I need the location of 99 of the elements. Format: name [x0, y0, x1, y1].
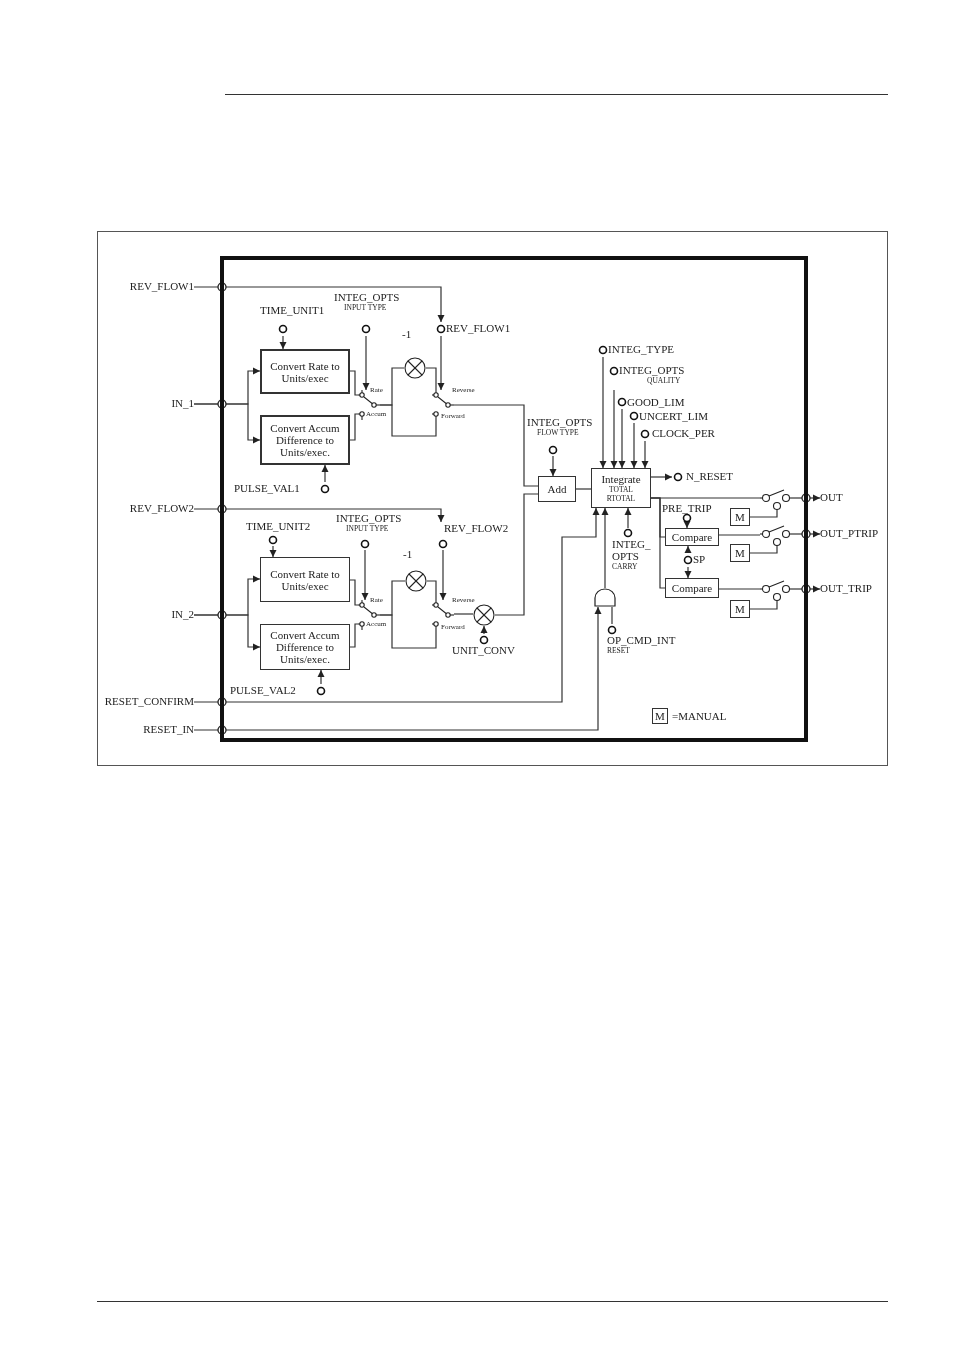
parameter-label: INTEG_TYPE [598, 343, 688, 357]
connector [317, 669, 325, 685]
connector [361, 549, 369, 601]
parameter-label: UNIT_CONV [452, 634, 532, 664]
connector [601, 507, 609, 589]
parameter-label: UNCERT_LIM [629, 410, 724, 423]
parameter-label: TIME_UNIT2 [246, 520, 318, 546]
multiplier-symbol [404, 357, 426, 379]
parameter-label: INTEG_ OPTS [612, 538, 652, 562]
signal-label: OUT_PTRIP [820, 527, 888, 541]
signal-label: IN_1 [150, 397, 194, 411]
legend-label: =MANUAL [672, 710, 727, 722]
gain-label: -1 [403, 548, 413, 560]
parameter-label: TIME_UNIT1 [260, 304, 332, 336]
connector [624, 507, 632, 529]
connector [426, 580, 437, 601]
function-box: Compare [665, 578, 719, 598]
connector [193, 614, 261, 651]
function-box: Compare [665, 528, 719, 546]
function-box [591, 468, 651, 508]
manual-box: M [730, 508, 750, 526]
function-box: Add [538, 476, 576, 502]
connector [349, 413, 359, 441]
parameter-label: GOOD_LIM [617, 396, 697, 409]
connector [749, 510, 778, 518]
switch-symbol [760, 487, 796, 511]
connector [684, 566, 692, 579]
connector [749, 601, 778, 610]
signal-label: RESET_CONFIRM [98, 695, 194, 709]
connector [193, 507, 600, 703]
parameter-label: PULSE_VAL1 [234, 482, 332, 496]
connector [349, 623, 359, 648]
connector [684, 545, 692, 554]
connector [453, 404, 539, 487]
parameter-label: REV_FLOW2 [438, 522, 520, 550]
connector [362, 335, 370, 391]
connector [641, 440, 649, 469]
parameter-label: INTEG_OPTS [336, 512, 402, 524]
parameter-label: N_RESET [672, 470, 750, 484]
connector [193, 286, 445, 323]
manual-box: M [730, 600, 750, 618]
connector [453, 613, 474, 615]
connector [193, 403, 261, 444]
connector [437, 335, 445, 391]
function-box: Convert Accum Difference to Units/exec. [260, 624, 350, 670]
connector [494, 493, 539, 616]
connector [650, 497, 761, 499]
signal-label: RESET_IN [130, 723, 194, 737]
parameter-label: REV_FLOW1 [436, 322, 522, 336]
parameter-label: OP_CMD_INT [607, 634, 676, 646]
connector [349, 370, 359, 396]
function-box: Convert Rate to Units/exec [260, 557, 350, 602]
connector [599, 356, 607, 469]
gate-symbol [594, 588, 616, 607]
parameter-label: PULSE_VAL2 [230, 684, 328, 698]
connector [630, 422, 638, 469]
parameter-label: CLOCK_PER [640, 427, 730, 441]
function-box: Convert Rate to Units/exec [260, 349, 350, 394]
connector [379, 404, 437, 437]
connector [193, 606, 602, 731]
connector [193, 508, 445, 523]
connector [650, 473, 673, 481]
connector [439, 549, 447, 601]
manual-box: M [730, 544, 750, 562]
connector [269, 545, 277, 558]
legend-swatch: M [652, 708, 668, 724]
connector [618, 408, 626, 469]
gain-label: -1 [402, 328, 412, 340]
signal-label: OUT_TRIP [820, 582, 886, 596]
connector [610, 389, 618, 469]
connector [549, 455, 557, 477]
connector [575, 488, 592, 490]
signal-label: REV_FLOW2 [120, 502, 194, 516]
parameter-label: SP [681, 553, 711, 567]
signal-label: OUT [820, 491, 860, 505]
parameter-label: INTEG_OPTS [619, 364, 685, 376]
multiplier-symbol [473, 604, 495, 626]
connector [379, 614, 437, 649]
function-block [220, 256, 808, 742]
connector [683, 520, 691, 529]
connector [279, 335, 287, 350]
function-box: Convert Accum Difference to Units/exec. [260, 415, 350, 465]
connector [480, 625, 488, 635]
connector [749, 546, 778, 554]
signal-label: REV_FLOW1 [120, 280, 194, 294]
connector [718, 588, 761, 590]
connector [349, 579, 359, 606]
connector [425, 367, 437, 391]
switch-symbol [760, 523, 796, 547]
parameter-label: INTEG_OPTS [334, 291, 400, 303]
parameter-label: INTEG_OPTS [527, 416, 593, 428]
connector [718, 534, 761, 536]
connector [611, 606, 613, 625]
switch-symbol [760, 578, 796, 602]
box-label: Integrate [601, 473, 641, 485]
connector [321, 464, 329, 483]
parameter-label: PRE_TRIP [662, 502, 722, 522]
multiplier-symbol [405, 570, 427, 592]
signal-label: IN_2 [150, 608, 194, 622]
